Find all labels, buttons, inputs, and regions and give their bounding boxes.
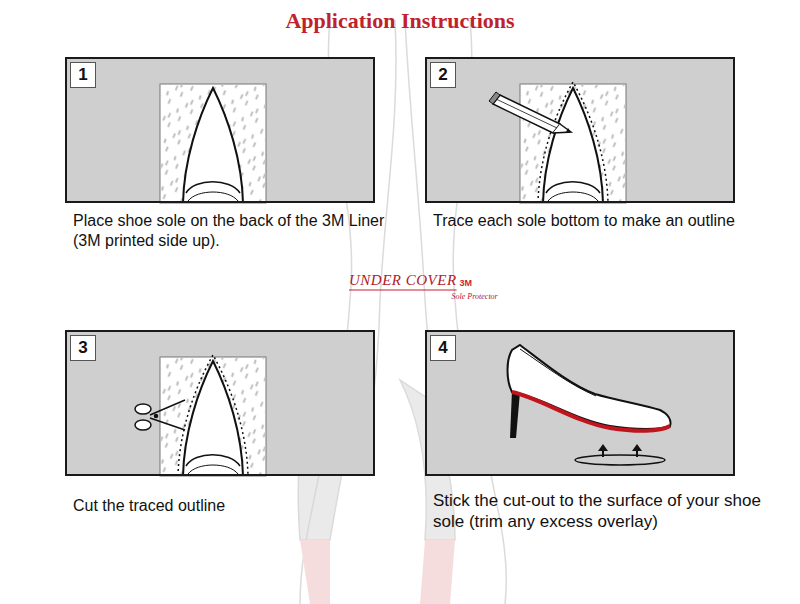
- step-caption: Place shoe sole on the back of the 3M Li…: [73, 211, 403, 251]
- logo-underline: [349, 290, 457, 291]
- high-heel-shoe: [508, 345, 671, 438]
- step-caption: Trace each sole bottom to make an outlin…: [433, 211, 763, 231]
- liner-traced: [520, 82, 626, 203]
- step-number: 3: [70, 335, 96, 361]
- pencil-icon: [489, 92, 571, 133]
- step-panel: 3Cut the traced outline: [65, 330, 375, 476]
- logo-text: UNDER COVER: [349, 272, 457, 289]
- step-caption: Cut the traced outline: [73, 496, 403, 516]
- cutout-insole: [575, 444, 665, 465]
- step-panel: 2Trace each sole bottom to make an outli…: [425, 57, 735, 203]
- logo-brand: 3M: [460, 278, 473, 288]
- page-title: Application Instructions: [0, 8, 800, 34]
- scissors-icon: [135, 400, 185, 430]
- step-number: 4: [430, 335, 456, 361]
- step-panel: 1Place shoe sole on the back of the 3M L…: [65, 57, 375, 203]
- step-panel: 4Stick the cut-out to the surface of you…: [425, 330, 735, 476]
- logo-tagline: Sole Protector: [452, 292, 498, 301]
- liner-with-shoe: [160, 84, 266, 203]
- liner-cut: [160, 355, 266, 476]
- step-number: 1: [70, 62, 96, 88]
- step-caption: Stick the cut-out to the surface of your…: [433, 490, 763, 532]
- step-number: 2: [430, 62, 456, 88]
- panel-ground: [65, 57, 735, 476]
